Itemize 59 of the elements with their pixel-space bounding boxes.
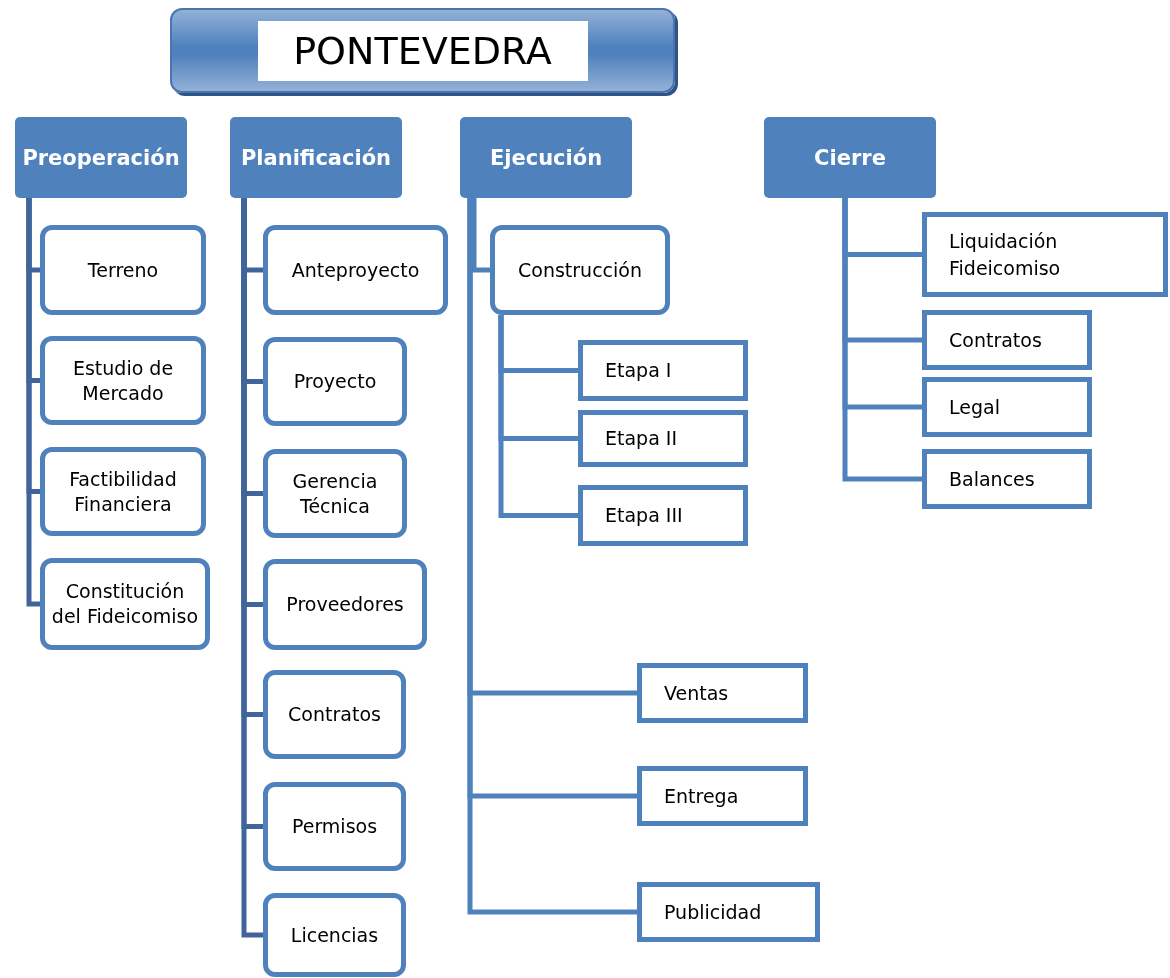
- task-box: [40, 447, 206, 536]
- task-box: [578, 340, 748, 401]
- node-label: Legal: [949, 394, 1000, 420]
- node-label: Terreno: [87, 257, 159, 283]
- phase-header-box: [460, 117, 632, 198]
- task-box: [490, 225, 670, 315]
- node-label: Contratos: [949, 327, 1042, 353]
- task-box: [922, 212, 1168, 297]
- connector-line: [498, 315, 578, 518]
- task-box: [922, 449, 1092, 509]
- node-label: Balances: [949, 466, 1035, 492]
- node-label: Entrega: [664, 783, 739, 809]
- connector-line: [842, 198, 922, 482]
- task-box: [263, 893, 406, 977]
- node-label: Anteproyecto: [291, 257, 420, 283]
- node-label: Gerencia Técnica: [291, 468, 379, 519]
- phase-header-box: [15, 117, 187, 198]
- node-label: Estudio de Mercado: [71, 355, 175, 406]
- node-label: Etapa III: [605, 503, 683, 529]
- title-banner: [170, 8, 675, 93]
- node-label: Factibilidad Financiera: [68, 466, 178, 517]
- task-box: [637, 766, 808, 826]
- node-label: Liquidación Fideicomiso: [949, 228, 1062, 281]
- phase-header-box: [230, 117, 402, 198]
- task-box: [40, 558, 210, 650]
- node-label: PONTEVEDRA: [257, 20, 588, 81]
- task-box: [637, 882, 820, 942]
- node-label: Permisos: [291, 814, 378, 839]
- node-label: Ventas: [664, 680, 729, 706]
- task-box: [637, 663, 808, 723]
- task-box: [263, 782, 406, 871]
- node-label: Etapa I: [605, 358, 672, 384]
- task-box: [263, 449, 407, 538]
- task-box: [263, 337, 407, 426]
- task-box: [263, 225, 448, 315]
- task-box: [263, 670, 406, 759]
- node-label: Preoperación: [22, 145, 180, 170]
- task-box: [922, 310, 1092, 370]
- connector-line: [467, 198, 637, 915]
- node-label: Licencias: [290, 922, 379, 948]
- node-label: Contratos: [288, 702, 381, 727]
- node-label: Ejecución: [489, 145, 603, 170]
- node-label: Constitución del Fideicomiso: [50, 579, 200, 629]
- node-label: Etapa II: [605, 426, 678, 452]
- task-box: [40, 225, 206, 315]
- node-label: Proveedores: [286, 592, 404, 617]
- task-box: [578, 410, 748, 467]
- node-label: Cierre: [814, 145, 886, 170]
- node-label: Publicidad: [664, 899, 762, 925]
- node-label: Planificación: [240, 145, 392, 170]
- phase-header-box: [764, 117, 936, 198]
- task-box: [263, 559, 427, 650]
- node-label: Proyecto: [293, 369, 377, 394]
- connector-line: [471, 198, 490, 273]
- task-box: [922, 377, 1092, 437]
- task-box: [40, 336, 206, 425]
- connector-line: [26, 198, 40, 607]
- node-label: Construcción: [518, 257, 642, 283]
- task-box: [578, 485, 748, 546]
